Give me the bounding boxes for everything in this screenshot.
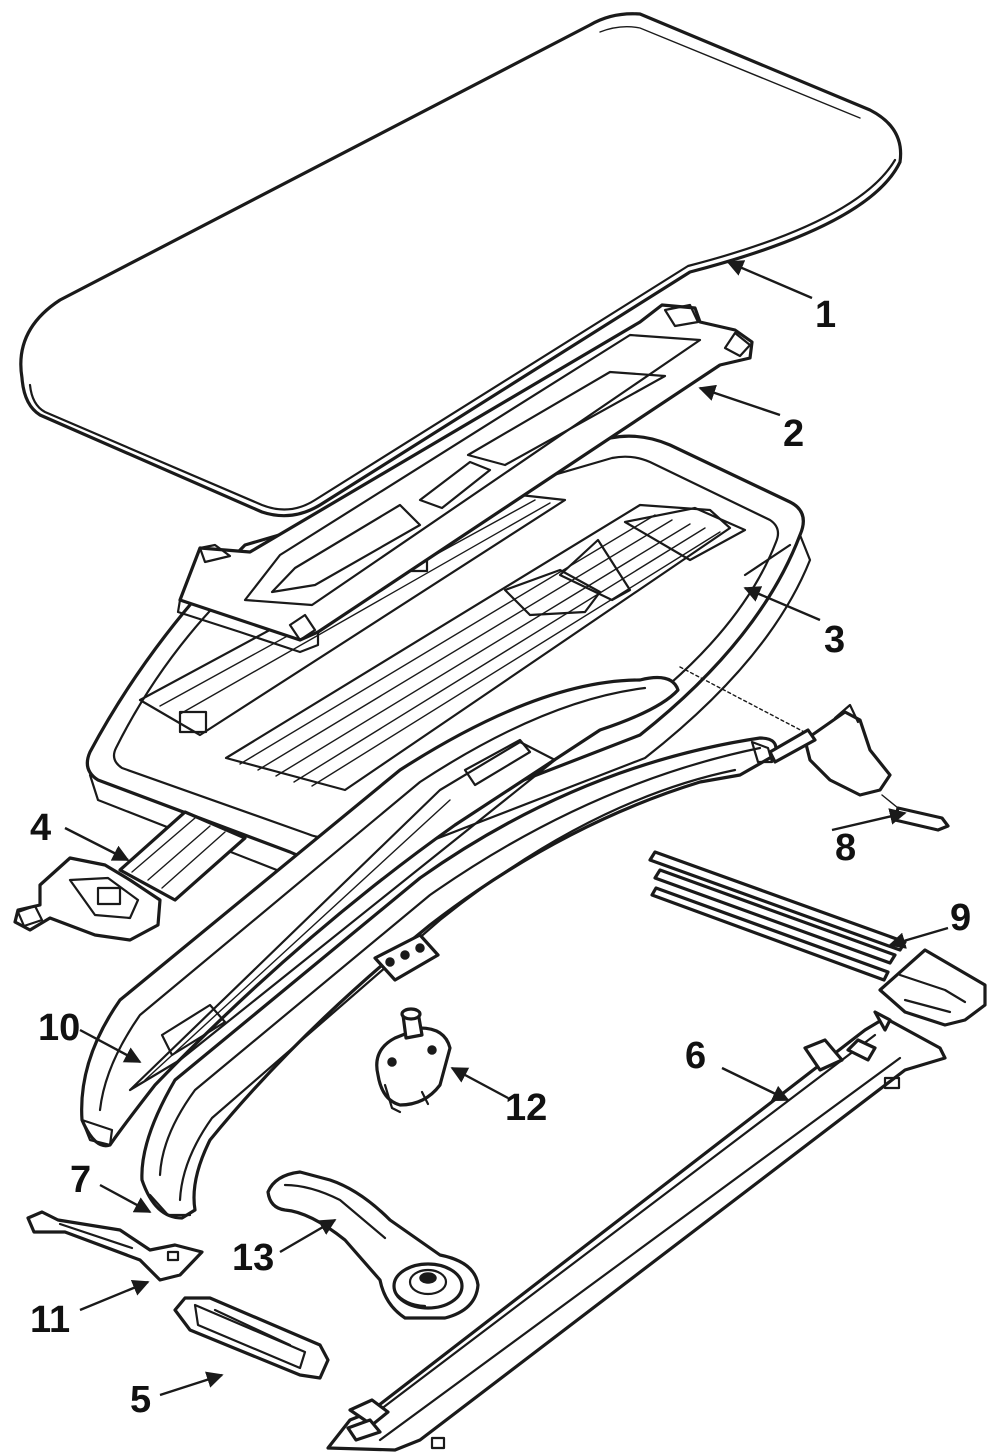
callout-13: 13 bbox=[232, 1237, 274, 1279]
part-1-glass-panel bbox=[19, 12, 903, 518]
part-7-right-guide-rail bbox=[140, 736, 778, 1220]
callout-5: 5 bbox=[130, 1379, 151, 1421]
part-11-bracket bbox=[26, 1210, 204, 1282]
callout-11: 11 bbox=[30, 1299, 70, 1341]
part-2-glass-frame bbox=[176, 303, 754, 654]
callout-12: 12 bbox=[505, 1087, 547, 1129]
callout-8: 8 bbox=[835, 827, 856, 869]
callout-9: 9 bbox=[950, 897, 971, 939]
callout-1: 1 bbox=[815, 294, 836, 336]
callout-3: 3 bbox=[824, 619, 845, 661]
part-10-left-guide-rail bbox=[80, 676, 680, 1148]
part-5-handle-cover bbox=[173, 1296, 330, 1380]
callout-6: 6 bbox=[685, 1035, 706, 1077]
callout-4: 4 bbox=[30, 807, 51, 849]
part-12-sunroof-motor bbox=[375, 1007, 452, 1114]
callout-labels: 1 2 3 4 5 6 7 8 9 10 11 12 13 bbox=[30, 294, 971, 1421]
part-13-crank-arm bbox=[266, 1170, 480, 1320]
part-9-side-channels bbox=[648, 850, 987, 1027]
part-4-drive-rail bbox=[13, 810, 247, 942]
callout-10: 10 bbox=[38, 1007, 80, 1049]
callout-7: 7 bbox=[70, 1159, 91, 1201]
leader-arrows bbox=[64, 260, 949, 1397]
callout-2: 2 bbox=[783, 413, 804, 455]
